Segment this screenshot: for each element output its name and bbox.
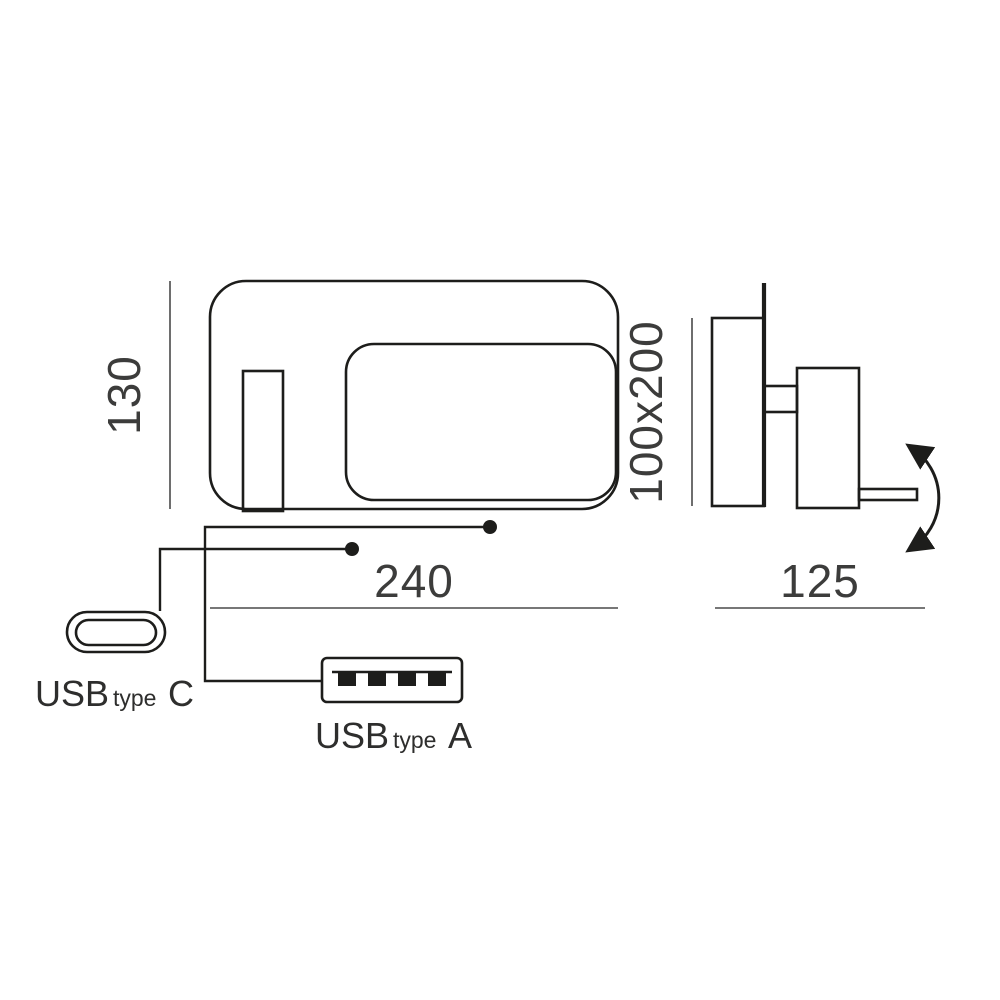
front-width-dimension: 240	[210, 555, 618, 609]
usb-c-outer-shell	[65, 610, 167, 654]
swivel-arm-side	[857, 487, 919, 502]
swivel-direction-arrow-icon	[905, 443, 941, 553]
lamp-front-outline	[208, 279, 620, 511]
usb-a-leader	[203, 520, 497, 683]
usb-a-label-word: USB	[315, 715, 389, 756]
usb-c-label: USB type C	[35, 673, 194, 714]
usb-a-label-type: type	[393, 727, 436, 753]
front-height-dimension: 130	[98, 281, 171, 509]
usb-c-leader	[158, 542, 359, 611]
light-panel-front	[344, 342, 618, 502]
usb-a-pin-2	[368, 672, 386, 686]
plate-dimension-label: 100x200	[620, 320, 672, 504]
side-view	[710, 283, 919, 510]
side-depth-dimension: 125	[715, 555, 925, 609]
usb-a-label: USB type A	[315, 715, 472, 756]
mounting-box-side	[710, 316, 766, 508]
lamp-body-side	[795, 366, 861, 510]
usb-c-label-letter: C	[168, 673, 194, 714]
rotation-arrow	[905, 443, 941, 553]
usb-c-label-word: USB	[35, 673, 109, 714]
depth-dimension-label: 125	[780, 555, 860, 607]
usb-a-leader-line	[203, 525, 490, 683]
front-view	[208, 279, 620, 513]
usb-a-connector-icon	[320, 656, 464, 704]
hinge-bracket-side	[762, 384, 799, 414]
width-dimension-label: 240	[374, 555, 454, 607]
usb-c-leader-line	[158, 547, 352, 611]
usb-a-pin-1	[338, 672, 356, 686]
switch-module-front	[241, 369, 285, 513]
usb-a-pin-4	[428, 672, 446, 686]
usb-a-pin-3	[398, 672, 416, 686]
usb-a-outer-shell	[320, 656, 464, 704]
usb-c-connector-icon	[65, 610, 167, 654]
side-plate-dimension: 100x200	[620, 318, 693, 506]
height-dimension-label: 130	[98, 355, 150, 435]
usb-c-inner-shell	[74, 618, 158, 647]
usb-c-label-type: type	[113, 685, 156, 711]
usb-a-label-letter: A	[448, 715, 472, 756]
